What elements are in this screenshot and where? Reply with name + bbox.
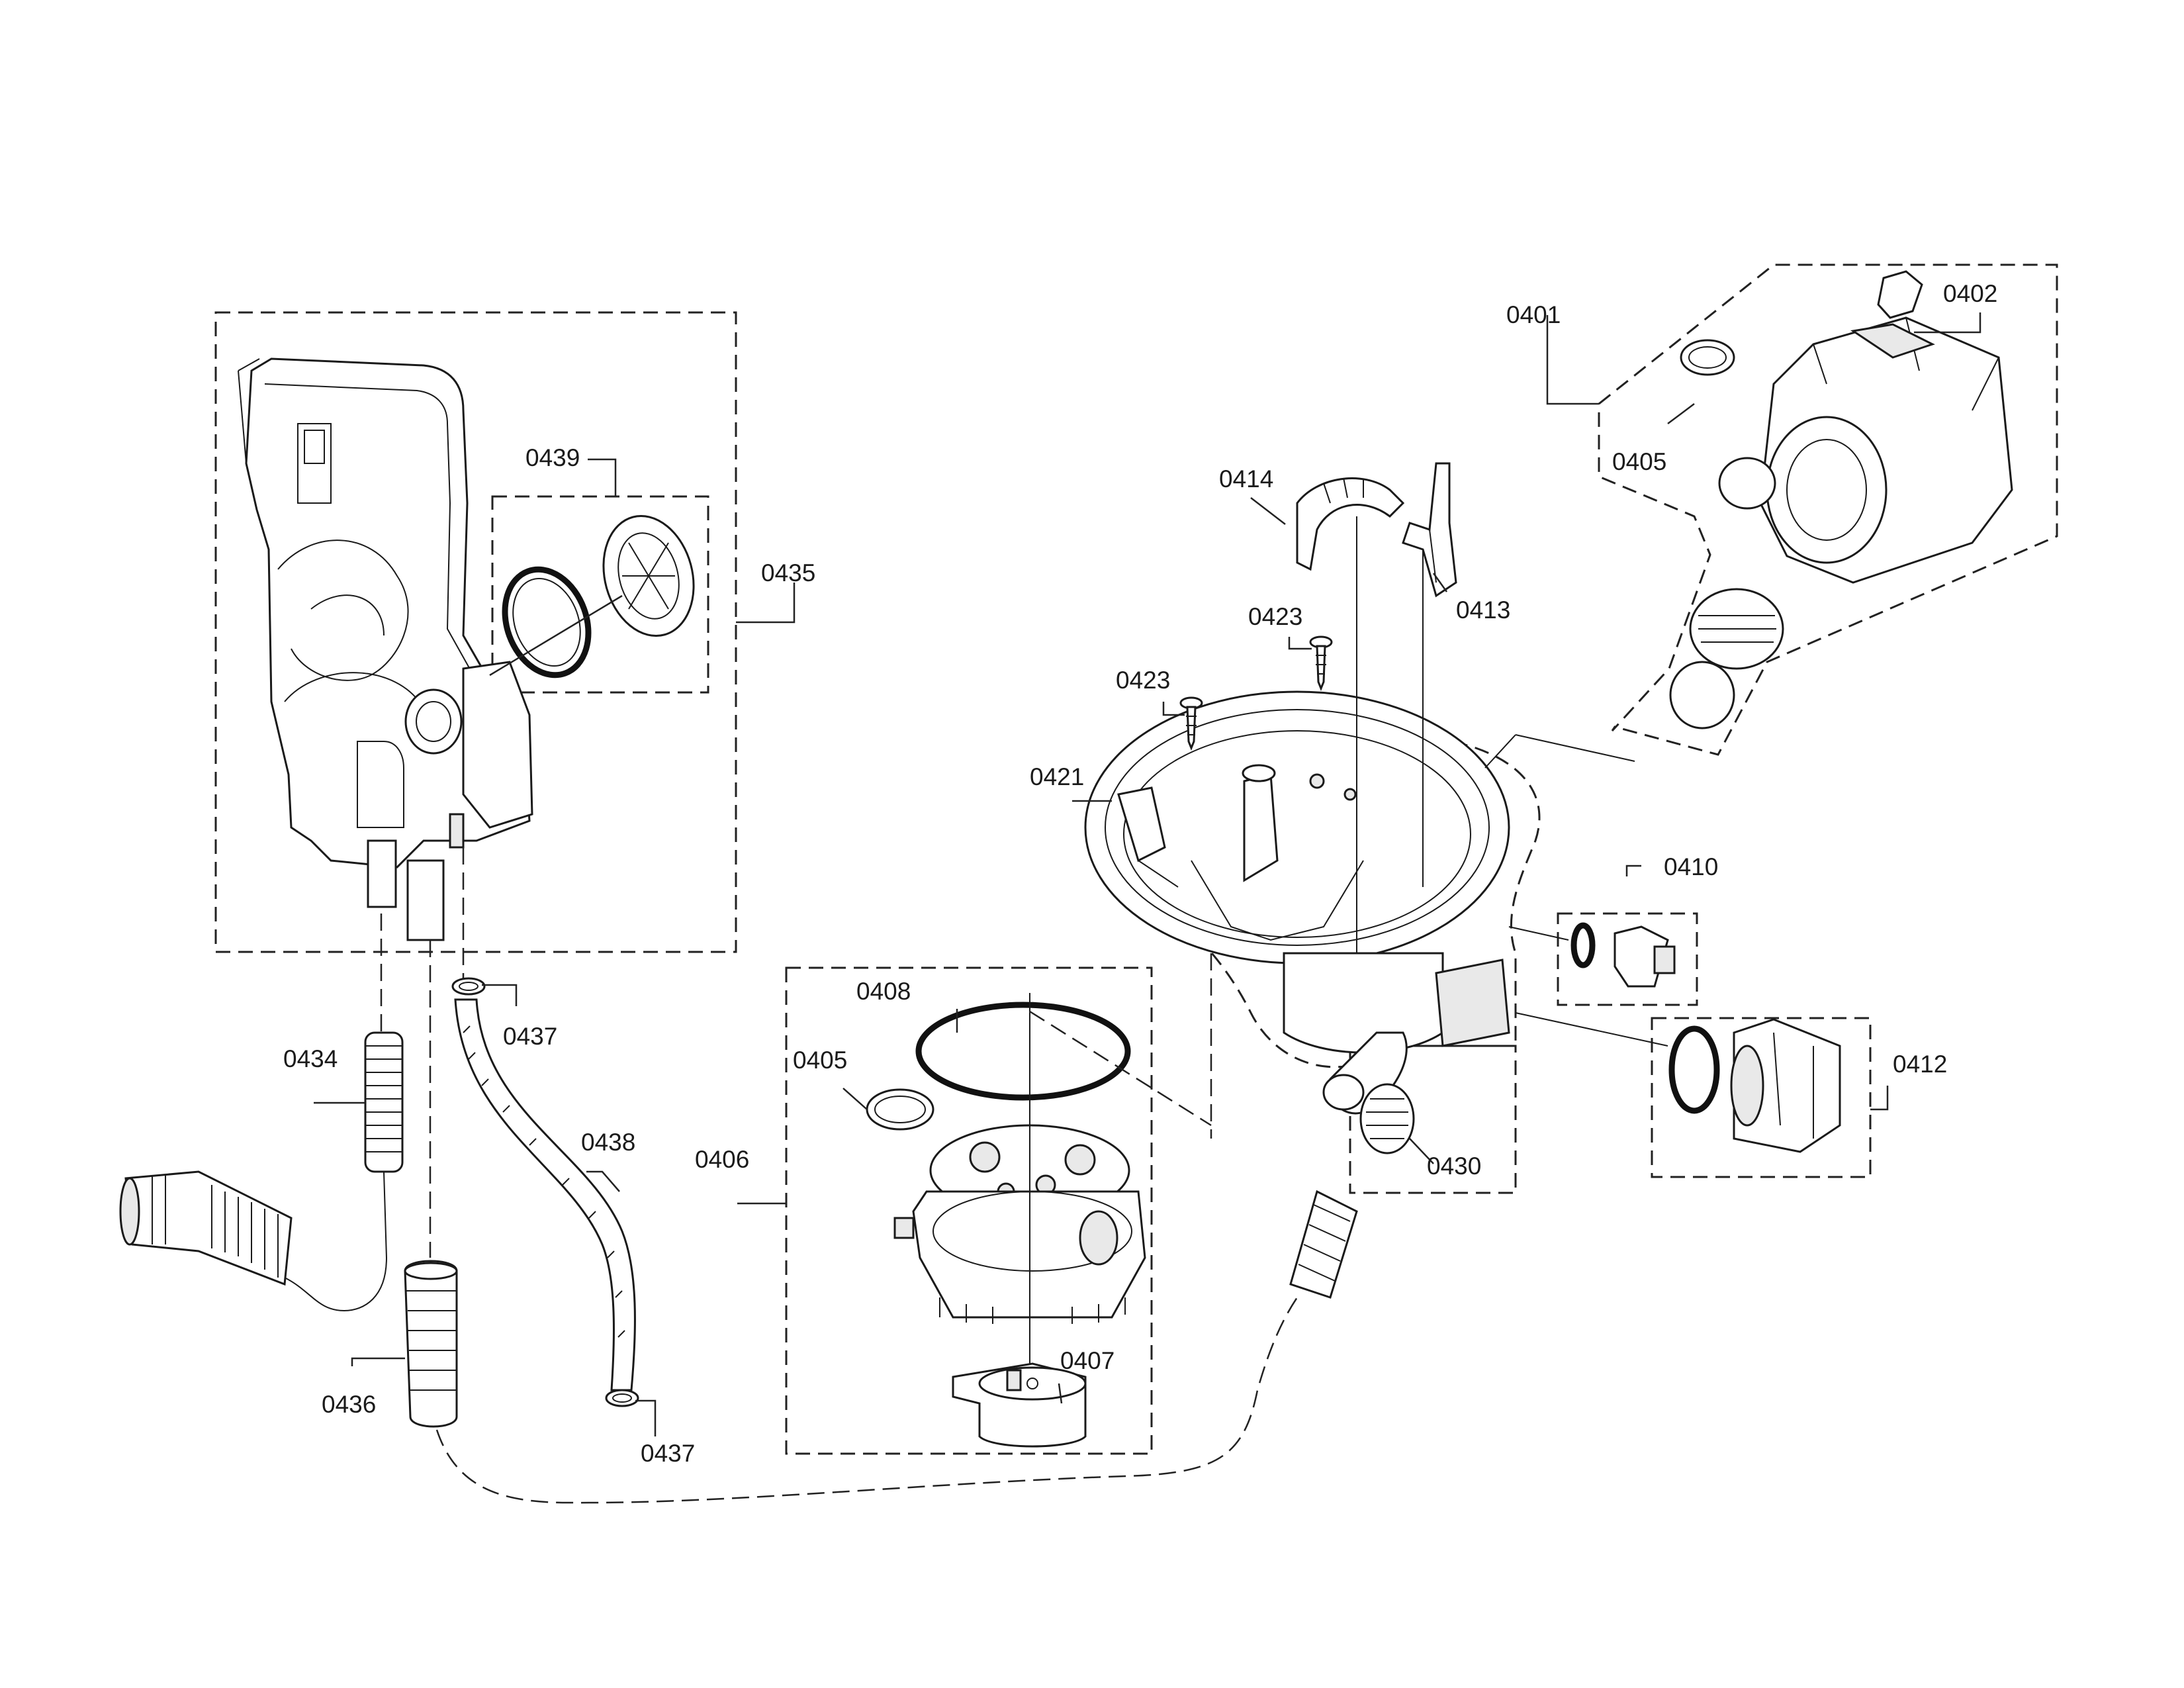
leader-0402 xyxy=(1914,312,1981,334)
leader-0401 xyxy=(1546,315,1599,405)
group-box-0412 xyxy=(1651,1017,1872,1178)
leader-0407 xyxy=(1058,1383,1063,1404)
group-box-0406 xyxy=(785,966,1153,1455)
leader-0430 xyxy=(1409,1138,1434,1164)
vent-hose-0438-drawing xyxy=(454,998,636,1391)
check-valve-hose-drawing xyxy=(1289,1190,1358,1299)
part-label-0438: 0438 xyxy=(581,1129,635,1156)
leader-sump-to-pump xyxy=(1484,734,1516,769)
pump-clip-0402-drawing xyxy=(1877,270,1923,319)
leader-tank-to-filter xyxy=(489,594,623,677)
group-box-0430 xyxy=(1349,1045,1517,1194)
leader-0435 xyxy=(736,583,796,624)
water-tank-housing-drawing xyxy=(238,357,533,941)
leader-0405b xyxy=(842,1088,868,1110)
clip-0414-drawing xyxy=(1296,477,1405,571)
part-label-0436: 0436 xyxy=(322,1391,376,1418)
leader-0414 xyxy=(1250,497,1286,525)
group-box-0410 xyxy=(1557,912,1698,1006)
part-label-0437-top: 0437 xyxy=(503,1023,557,1050)
filter-cap-drawing xyxy=(602,515,695,637)
part-label-0421: 0421 xyxy=(1030,763,1084,790)
part-label-0406: 0406 xyxy=(695,1146,749,1173)
sump-0421-drawing xyxy=(1084,690,1510,1115)
part-label-0423-left: 0423 xyxy=(1116,667,1170,694)
drain-path-dashed-line xyxy=(435,1297,1298,1504)
part-label-0413: 0413 xyxy=(1456,596,1510,624)
leader-0410 xyxy=(1625,865,1641,876)
part-label-0401: 0401 xyxy=(1506,301,1561,328)
part-label-0434: 0434 xyxy=(283,1045,338,1072)
leader-pump-link xyxy=(1515,734,1635,762)
drain-connection-line xyxy=(284,1171,388,1312)
leader-0436 xyxy=(351,1357,405,1366)
group-box-0401 xyxy=(1598,263,2058,756)
circulation-pump-0401-drawing xyxy=(1669,316,2013,729)
motor-0407-drawing xyxy=(952,1362,1087,1448)
part-label-0414: 0414 xyxy=(1219,465,1273,492)
base-assembly-0406-drawing xyxy=(893,1124,1146,1324)
part-label-0430: 0430 xyxy=(1427,1152,1481,1180)
part-label-0405-base: 0405 xyxy=(793,1047,847,1074)
valve-0430-drawing xyxy=(1359,1083,1415,1154)
leader-0423a xyxy=(1162,702,1185,716)
part-label-0423-right: 0423 xyxy=(1248,603,1302,630)
leader-0437b xyxy=(635,1399,657,1436)
part-label-0437-bottom: 0437 xyxy=(641,1440,695,1467)
part-label-0408: 0408 xyxy=(856,978,911,1005)
leader-0437a xyxy=(482,984,518,1006)
bracket-0413-drawing xyxy=(1402,462,1457,598)
part-label-0402: 0402 xyxy=(1943,280,1997,307)
part-label-0435: 0435 xyxy=(761,559,815,586)
hose-clamp-0437-top-drawing xyxy=(451,977,486,996)
leader-0405a xyxy=(1667,403,1695,424)
part-label-0405-pump: 0405 xyxy=(1612,448,1666,475)
corrugated-hose-0436-drawing xyxy=(404,1260,458,1428)
leader-sump-0410 xyxy=(1508,926,1569,941)
group-box-0439 xyxy=(491,495,709,694)
sensor-0410-drawing xyxy=(1570,922,1676,988)
part-label-0439: 0439 xyxy=(525,444,580,471)
corrugated-hose-0434-drawing xyxy=(364,1031,404,1173)
leader-0423b xyxy=(1288,637,1312,650)
leader-0439 xyxy=(588,458,617,496)
part-label-0407: 0407 xyxy=(1060,1347,1115,1374)
base-gasket-0408-drawing xyxy=(915,1002,1131,1101)
drain-pump-0412-drawing xyxy=(1668,1018,1841,1153)
part-label-0412: 0412 xyxy=(1893,1051,1947,1078)
drain-hose-connector-drawing xyxy=(119,1170,293,1286)
screw-0423-upper-drawing xyxy=(1309,635,1333,692)
leader-0413 xyxy=(1432,573,1448,592)
leader-0438 xyxy=(586,1170,620,1192)
leader-sump-0412 xyxy=(1515,1012,1668,1047)
leader-0412 xyxy=(1870,1086,1889,1111)
group-box-0435 xyxy=(214,311,737,953)
part-label-0410: 0410 xyxy=(1664,853,1718,880)
clamp-0405-lower-drawing xyxy=(866,1088,934,1131)
filter-gasket-drawing xyxy=(502,566,592,679)
screw-0423-lower-drawing xyxy=(1179,696,1203,751)
hose-clamp-0437-bottom-drawing xyxy=(605,1389,639,1407)
dashed-line-0406-to-sump xyxy=(1029,1010,1212,1127)
